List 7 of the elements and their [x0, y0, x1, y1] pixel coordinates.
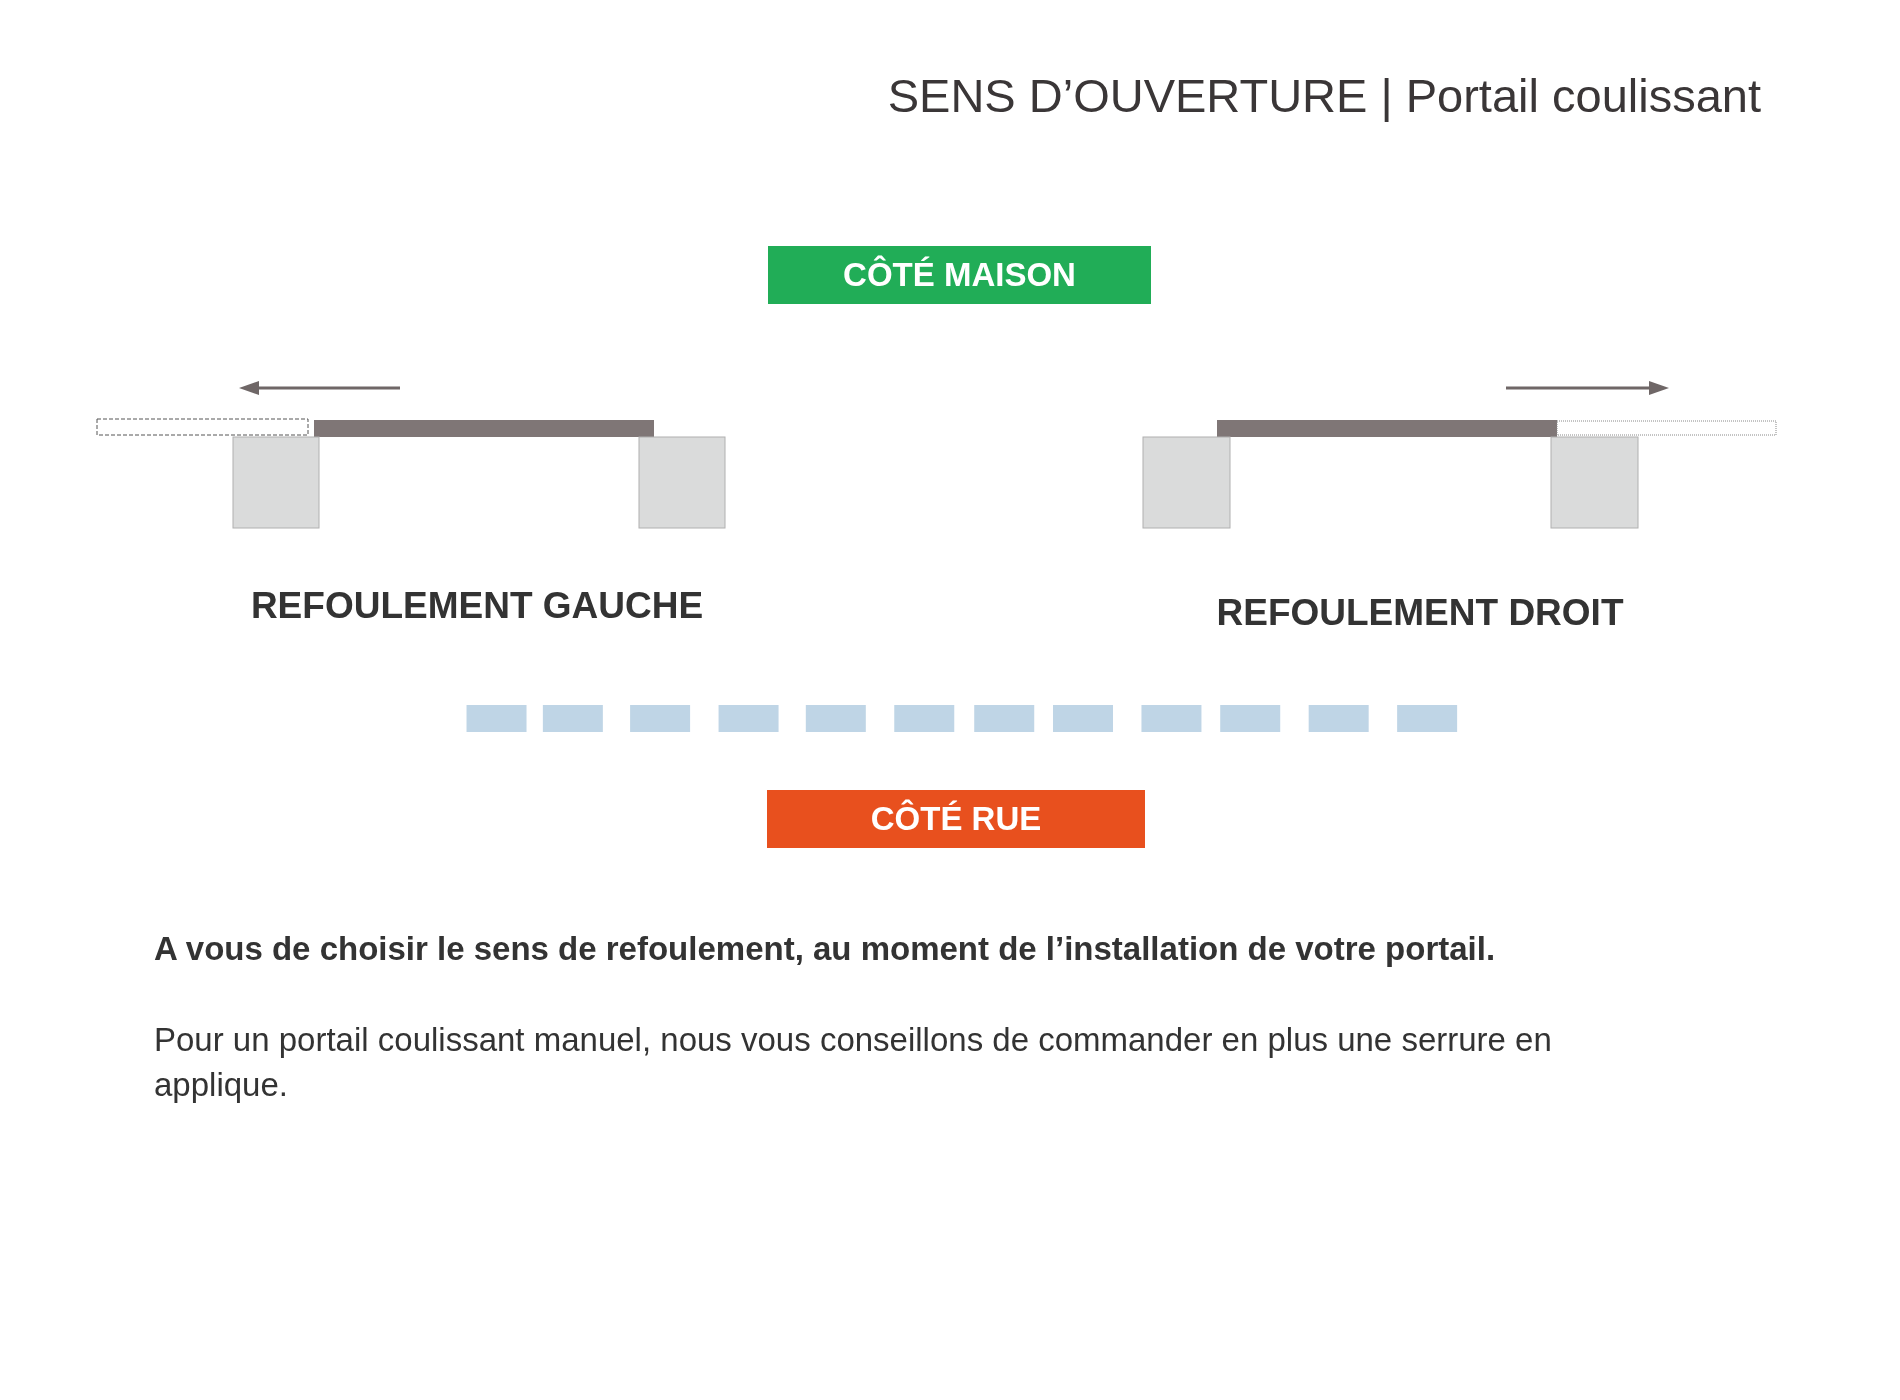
option-heading: REFOULEMENT GAUCHE	[250, 585, 704, 627]
intro-sentence: A vous de choisir le sens de refoulement, au moment de l’installation de votre portail.	[154, 929, 1497, 969]
advice-paragraph: Pour un portail coulissant manuel, nous vous conseillons de commander en plus une serrure en applique.	[154, 1020, 1553, 1105]
side-tag: CÔTÉ RUE	[767, 790, 1145, 848]
title: SENS D’OUVERTURE | Portail coulissant	[887, 68, 1761, 123]
side-tag: CÔTÉ MAISON	[768, 246, 1151, 304]
option-heading: REFOULEMENT DROIT	[1216, 592, 1624, 634]
